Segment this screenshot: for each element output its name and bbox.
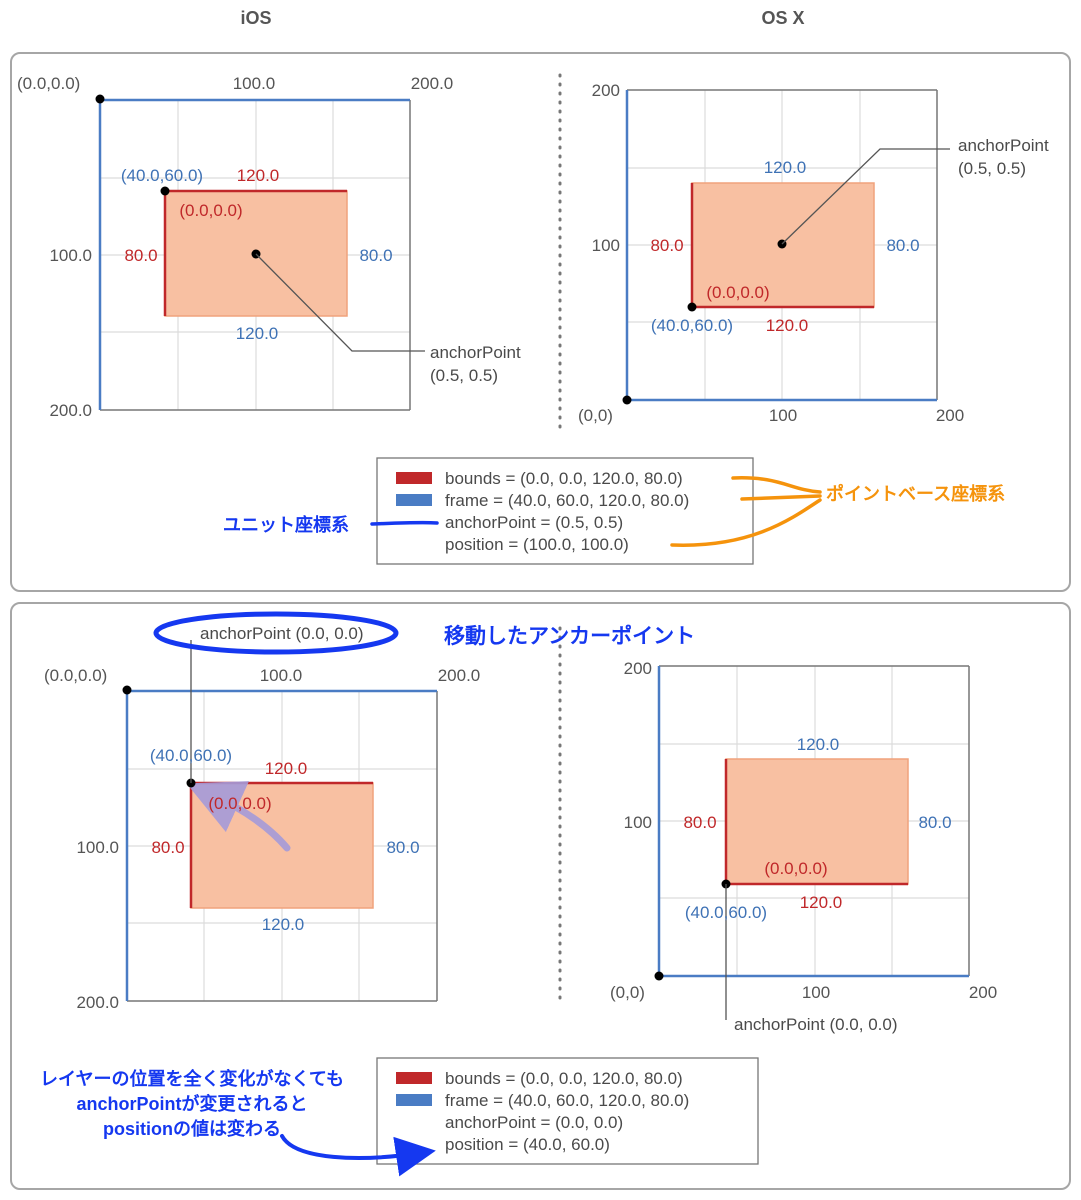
y-tick-max: 200 [624,659,652,678]
bounds-height-label: 80.0 [124,246,157,265]
y-tick-mid: 100 [624,813,652,832]
origin-dot [122,685,132,695]
anchor-value: (0.5, 0.5) [430,366,498,385]
x-tick-max: 200 [969,983,997,1002]
frame-width-label: 120.0 [797,735,840,754]
bottom-legend: bounds = (0.0, 0.0, 120.0, 80.0) frame =… [376,1057,759,1165]
frame-origin-label: (40.0,60.0) [685,903,767,922]
highlight-ellipse [153,611,399,655]
legend-position: position = (100.0, 100.0) [445,535,629,554]
anchor-title: anchorPoint [958,136,1049,155]
frame-origin-label: (40.0,60.0) [651,316,733,335]
top-ios-diagram: (0.0,0.0) 100.0 200.0 100.0 200.0 (40.0,… [17,74,521,420]
frame-origin-dot [687,302,697,312]
bounds-height-label: 80.0 [683,813,716,832]
legend-swatch-frame [396,494,432,506]
y-tick-mid: 100.0 [49,246,92,265]
anchor-leader-line [781,148,950,245]
point-coords-callout: ポイントベース座標系 [826,483,1005,504]
y-tick-max: 200.0 [49,401,92,420]
ios-anchor-label: anchorPoint (0.0, 0.0) [200,624,363,643]
bounds-width-label: 120.0 [766,316,809,335]
frame-width-label: 120.0 [262,915,305,934]
ios-header: iOS [240,8,272,28]
legend-position: position = (40.0, 60.0) [445,1135,610,1154]
y-tick-max: 200.0 [76,993,119,1012]
bounds-origin-label: (0.0,0.0) [208,794,271,813]
anchor-leader-line [255,253,425,352]
y-tick-mid: 100 [592,236,620,255]
frame-origin-dot [160,186,170,196]
origin-dot [95,94,105,104]
bottom-osx-diagram: 200 100 (0,0) 100 200 120.0 80.0 80.0 (0… [610,659,997,1034]
osx-anchor-label: anchorPoint (0.0, 0.0) [734,1015,897,1034]
legend-swatch-bounds [396,472,432,484]
top-osx-diagram: 200 100 (0,0) 100 200 anchorPoint (0.5, … [578,81,1049,425]
moved-anchor-arrow [186,781,291,852]
x-tick-mid: 100 [769,406,797,425]
unit-coords-callout: ユニット座標系 [223,514,349,535]
origin-dot [654,971,664,981]
legend-bounds: bounds = (0.0, 0.0, 120.0, 80.0) [445,1069,683,1088]
bounds-origin-label: (0.0,0.0) [179,201,242,220]
position-note-arrow [280,1134,436,1177]
frame-height-label: 80.0 [386,838,419,857]
position-note: レイヤーの位置を全く変化がなくても anchorPointが変更されると pos… [40,1068,344,1139]
x-tick-max: 200.0 [411,74,454,93]
legend-frame: frame = (40.0, 60.0, 120.0, 80.0) [445,1091,689,1110]
legend-anchor: anchorPoint = (0.5, 0.5) [445,513,623,532]
frame-height-label: 80.0 [918,813,951,832]
bounds-height-label: 80.0 [650,236,683,255]
x-tick-mid: 100.0 [260,666,303,685]
bottom-ios-diagram: (0.0,0.0) 100.0 200.0 100.0 200.0 (40.0,… [44,640,480,1012]
x-tick-mid: 100.0 [233,74,276,93]
frame-origin-label: (40.0,60.0) [150,746,232,765]
y-tick-mid: 100.0 [76,838,119,857]
legend-swatch-frame [396,1094,432,1106]
bounds-width-label: 120.0 [800,893,843,912]
origin-dot [622,395,632,405]
frame-width-label: 120.0 [236,324,279,343]
frame-height-label: 80.0 [886,236,919,255]
legend-frame: frame = (40.0, 60.0, 120.0, 80.0) [445,491,689,510]
legend-box [376,1057,759,1165]
frame-width-label: 120.0 [764,158,807,177]
x-tick-max: 200.0 [438,666,481,685]
unit-callout-line [370,520,439,526]
osx-header: OS X [761,8,805,28]
layer-rect [725,758,909,885]
legend-anchor: anchorPoint = (0.0, 0.0) [445,1113,623,1132]
anchor-title: anchorPoint [430,343,521,362]
bounds-origin-label: (0.0,0.0) [764,859,827,878]
note-line-2: anchorPointが変更されると [76,1093,307,1114]
y-tick-max: 200 [592,81,620,100]
origin-label: (0.0,0.0) [44,666,107,685]
legend-swatch-bounds [396,1072,432,1084]
x-tick-mid: 100 [802,983,830,1002]
bounds-width-label: 120.0 [265,759,308,778]
origin-label: (0.0,0.0) [17,74,80,93]
bounds-origin-label: (0.0,0.0) [706,283,769,302]
bounds-width-label: 120.0 [237,166,280,185]
moved-anchor-title: 移動したアンカーポイント [444,624,695,648]
legend-bounds: bounds = (0.0, 0.0, 120.0, 80.0) [445,469,683,488]
orange-brackets [670,476,822,547]
note-line-1: レイヤーの位置を全く変化がなくても [40,1068,344,1089]
origin-label: (0,0) [610,983,645,1002]
frame-height-label: 80.0 [359,246,392,265]
note-line-3: positionの値は変わる [103,1118,281,1139]
origin-label: (0,0) [578,406,613,425]
frame-origin-label: (40.0,60.0) [121,166,203,185]
anchor-value: (0.5, 0.5) [958,159,1026,178]
top-legend: bounds = (0.0, 0.0, 120.0, 80.0) frame =… [376,457,754,565]
x-tick-max: 200 [936,406,964,425]
bounds-height-label: 80.0 [151,838,184,857]
